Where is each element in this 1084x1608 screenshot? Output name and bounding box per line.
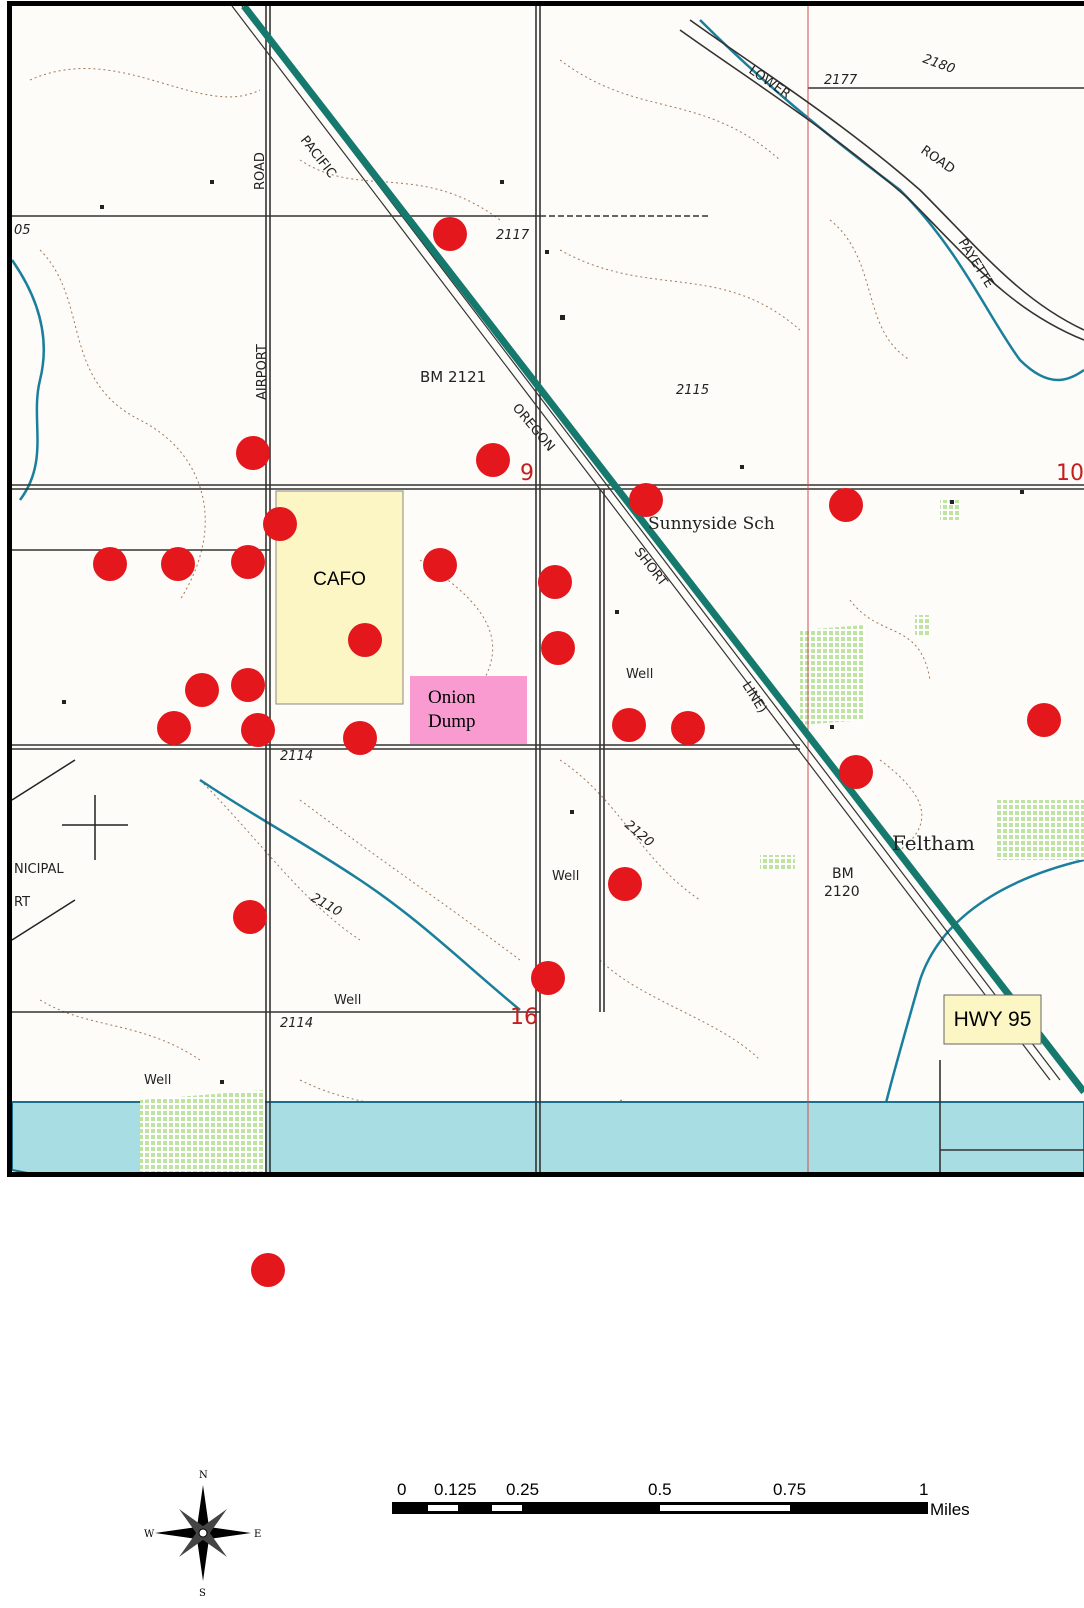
scale-tick-1: 1 [919, 1480, 929, 1499]
label-elev-2114-a: 2114 [280, 749, 313, 764]
sample-site [608, 867, 642, 901]
sample-site [157, 711, 191, 745]
scale-bar [392, 1502, 928, 1514]
sample-site [233, 900, 267, 934]
compass-s: S [199, 1588, 206, 1599]
sample-site [185, 673, 219, 707]
label-well-3: Well [334, 993, 361, 1008]
sample-site [161, 547, 195, 581]
label-washington: WASHINGTON CO [23, 1311, 216, 1374]
label-bm2120-b: 2120 [824, 884, 860, 900]
map-frame [7, 1, 1084, 1177]
section-lines [807, 6, 809, 1172]
scale-tick-025: 0.25 [506, 1480, 540, 1499]
sample-site [612, 708, 646, 742]
snake-river [12, 1101, 1084, 1172]
sample-site [348, 623, 382, 657]
sample-site [531, 961, 565, 995]
label-elev-2117: 2117 [496, 228, 530, 243]
sample-site [476, 443, 510, 477]
scale-unit: Miles [930, 1500, 970, 1519]
sample-site [829, 488, 863, 522]
sample-site [231, 545, 265, 579]
scale-tick-0125: 0.125 [434, 1480, 477, 1499]
sample-site [839, 755, 873, 789]
airport-marker [12, 759, 128, 941]
label-sunnyside: Sunnyside Sch [648, 514, 775, 534]
sample-site [541, 631, 575, 665]
section-21: 21 [520, 1239, 548, 1264]
sample-site [231, 668, 265, 702]
scale-tick-0: 0 [397, 1480, 407, 1499]
label-elev-2118-a: 2118 [280, 1207, 313, 1222]
hwy-95-line [241, 6, 1084, 1095]
section-16: 16 [510, 1005, 538, 1030]
label-feltham: Feltham [892, 831, 975, 855]
label-lat: Lat [805, 1322, 830, 1347]
scale-tick-075: 0.75 [773, 1480, 807, 1499]
section-9: 9 [520, 461, 534, 486]
sample-site [251, 1253, 285, 1287]
lower-payette-road [679, 19, 1084, 341]
sample-site [241, 713, 275, 747]
label-elev-2115: 2115 [676, 383, 709, 398]
onion-dump-area [410, 676, 527, 744]
label-well-1: Well [626, 667, 653, 682]
sample-site [236, 436, 270, 470]
orchard-patches [140, 500, 1084, 1172]
label-elev-2106: 2106 [790, 1207, 823, 1222]
sample-site [433, 217, 467, 251]
compass-n: N [199, 1470, 208, 1481]
label-well-4: Well [144, 1073, 171, 1088]
sample-site [538, 565, 572, 599]
label-well-2: Well [552, 869, 579, 884]
label-road-a: ROAD [253, 152, 268, 190]
cafo-label: CAFO [313, 569, 366, 590]
building-markers [62, 180, 1024, 1084]
compass-w: W [144, 1529, 155, 1540]
label-bm2121: BM 2121 [420, 368, 486, 386]
label-elev-2177: 2177 [824, 73, 858, 88]
compass-e: E [254, 1529, 261, 1540]
label-malheur: MALHEUR CO [26, 1339, 179, 1394]
sample-site [671, 711, 705, 745]
sample-site [1027, 703, 1061, 737]
sample-site [93, 547, 127, 581]
compass-rose-icon [155, 1485, 251, 1581]
label-municipal: NICIPAL [14, 862, 64, 877]
sample-sites [93, 217, 1061, 1287]
onion-dump-label: Onion Dump [428, 687, 476, 732]
cafo-area [275, 490, 404, 705]
scale-tick-05: 0.5 [648, 1480, 672, 1499]
label-elev-2118-b: 2118 [552, 1207, 585, 1222]
hwy-95-label: HWY 95 [953, 1007, 1032, 1031]
sample-site [343, 721, 377, 755]
sample-site [263, 507, 297, 541]
section-20: 20 [128, 1239, 156, 1264]
label-airport: AIRPORT [255, 344, 270, 400]
label-b: B [1048, 1175, 1058, 1190]
label-elev-2114-b: 2114 [280, 1016, 313, 1031]
sample-site [423, 548, 457, 582]
road-grid [12, 6, 1084, 1172]
label-bm2120-a: BM [832, 866, 854, 882]
label-elev-05: 05 [14, 223, 31, 238]
sample-site [629, 483, 663, 517]
hwy-95-label-box [943, 994, 1042, 1045]
label-rt: RT [14, 895, 30, 910]
section-10: 10 [1056, 461, 1084, 486]
